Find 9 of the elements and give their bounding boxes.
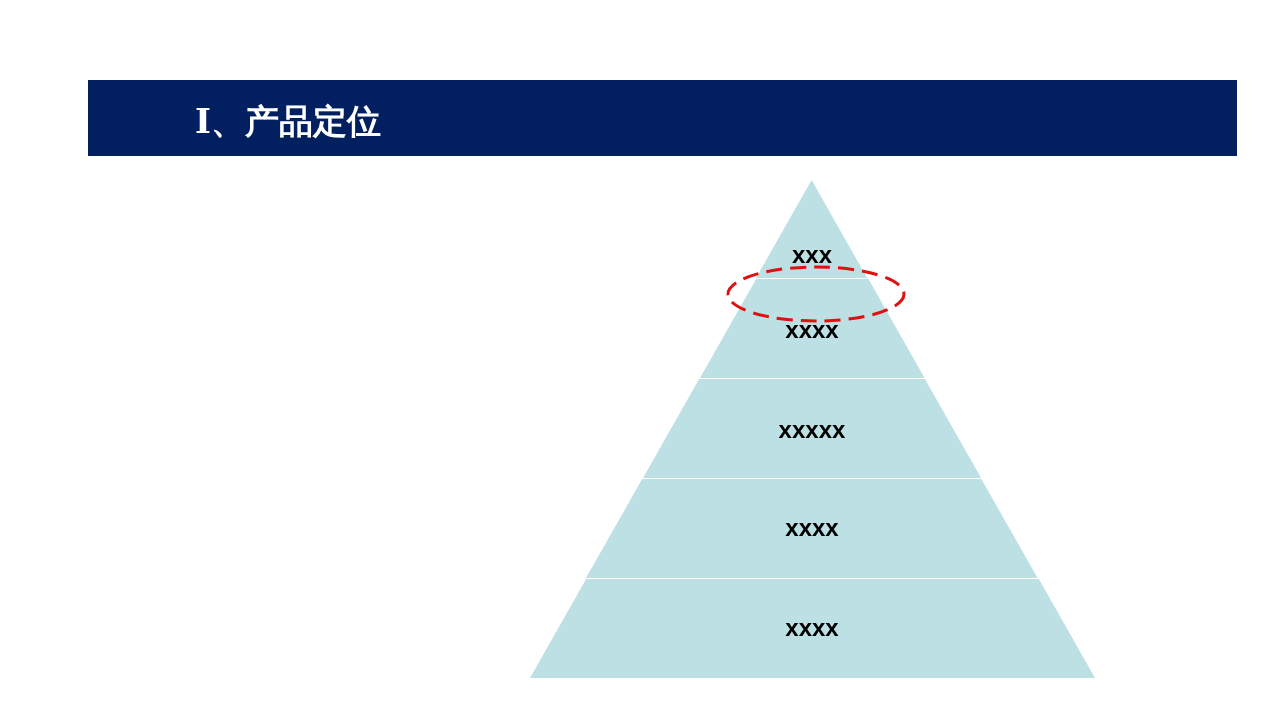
tier-label: xxx xyxy=(791,242,832,268)
pyramid-tier xyxy=(586,479,1038,578)
tier-label: xxxx xyxy=(785,615,839,641)
pyramid-tier xyxy=(529,579,1095,678)
pyramid-tier xyxy=(642,379,982,478)
tier-label: xxxx xyxy=(785,515,839,541)
tier-label: xxxx xyxy=(785,317,839,343)
slide-title: I、产品定位 xyxy=(195,101,381,141)
tier-label: xxxxx xyxy=(778,417,846,443)
